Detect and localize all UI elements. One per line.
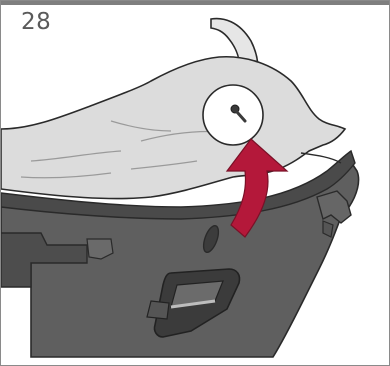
highlight-circle [203,85,263,145]
inner-lip [301,153,341,163]
